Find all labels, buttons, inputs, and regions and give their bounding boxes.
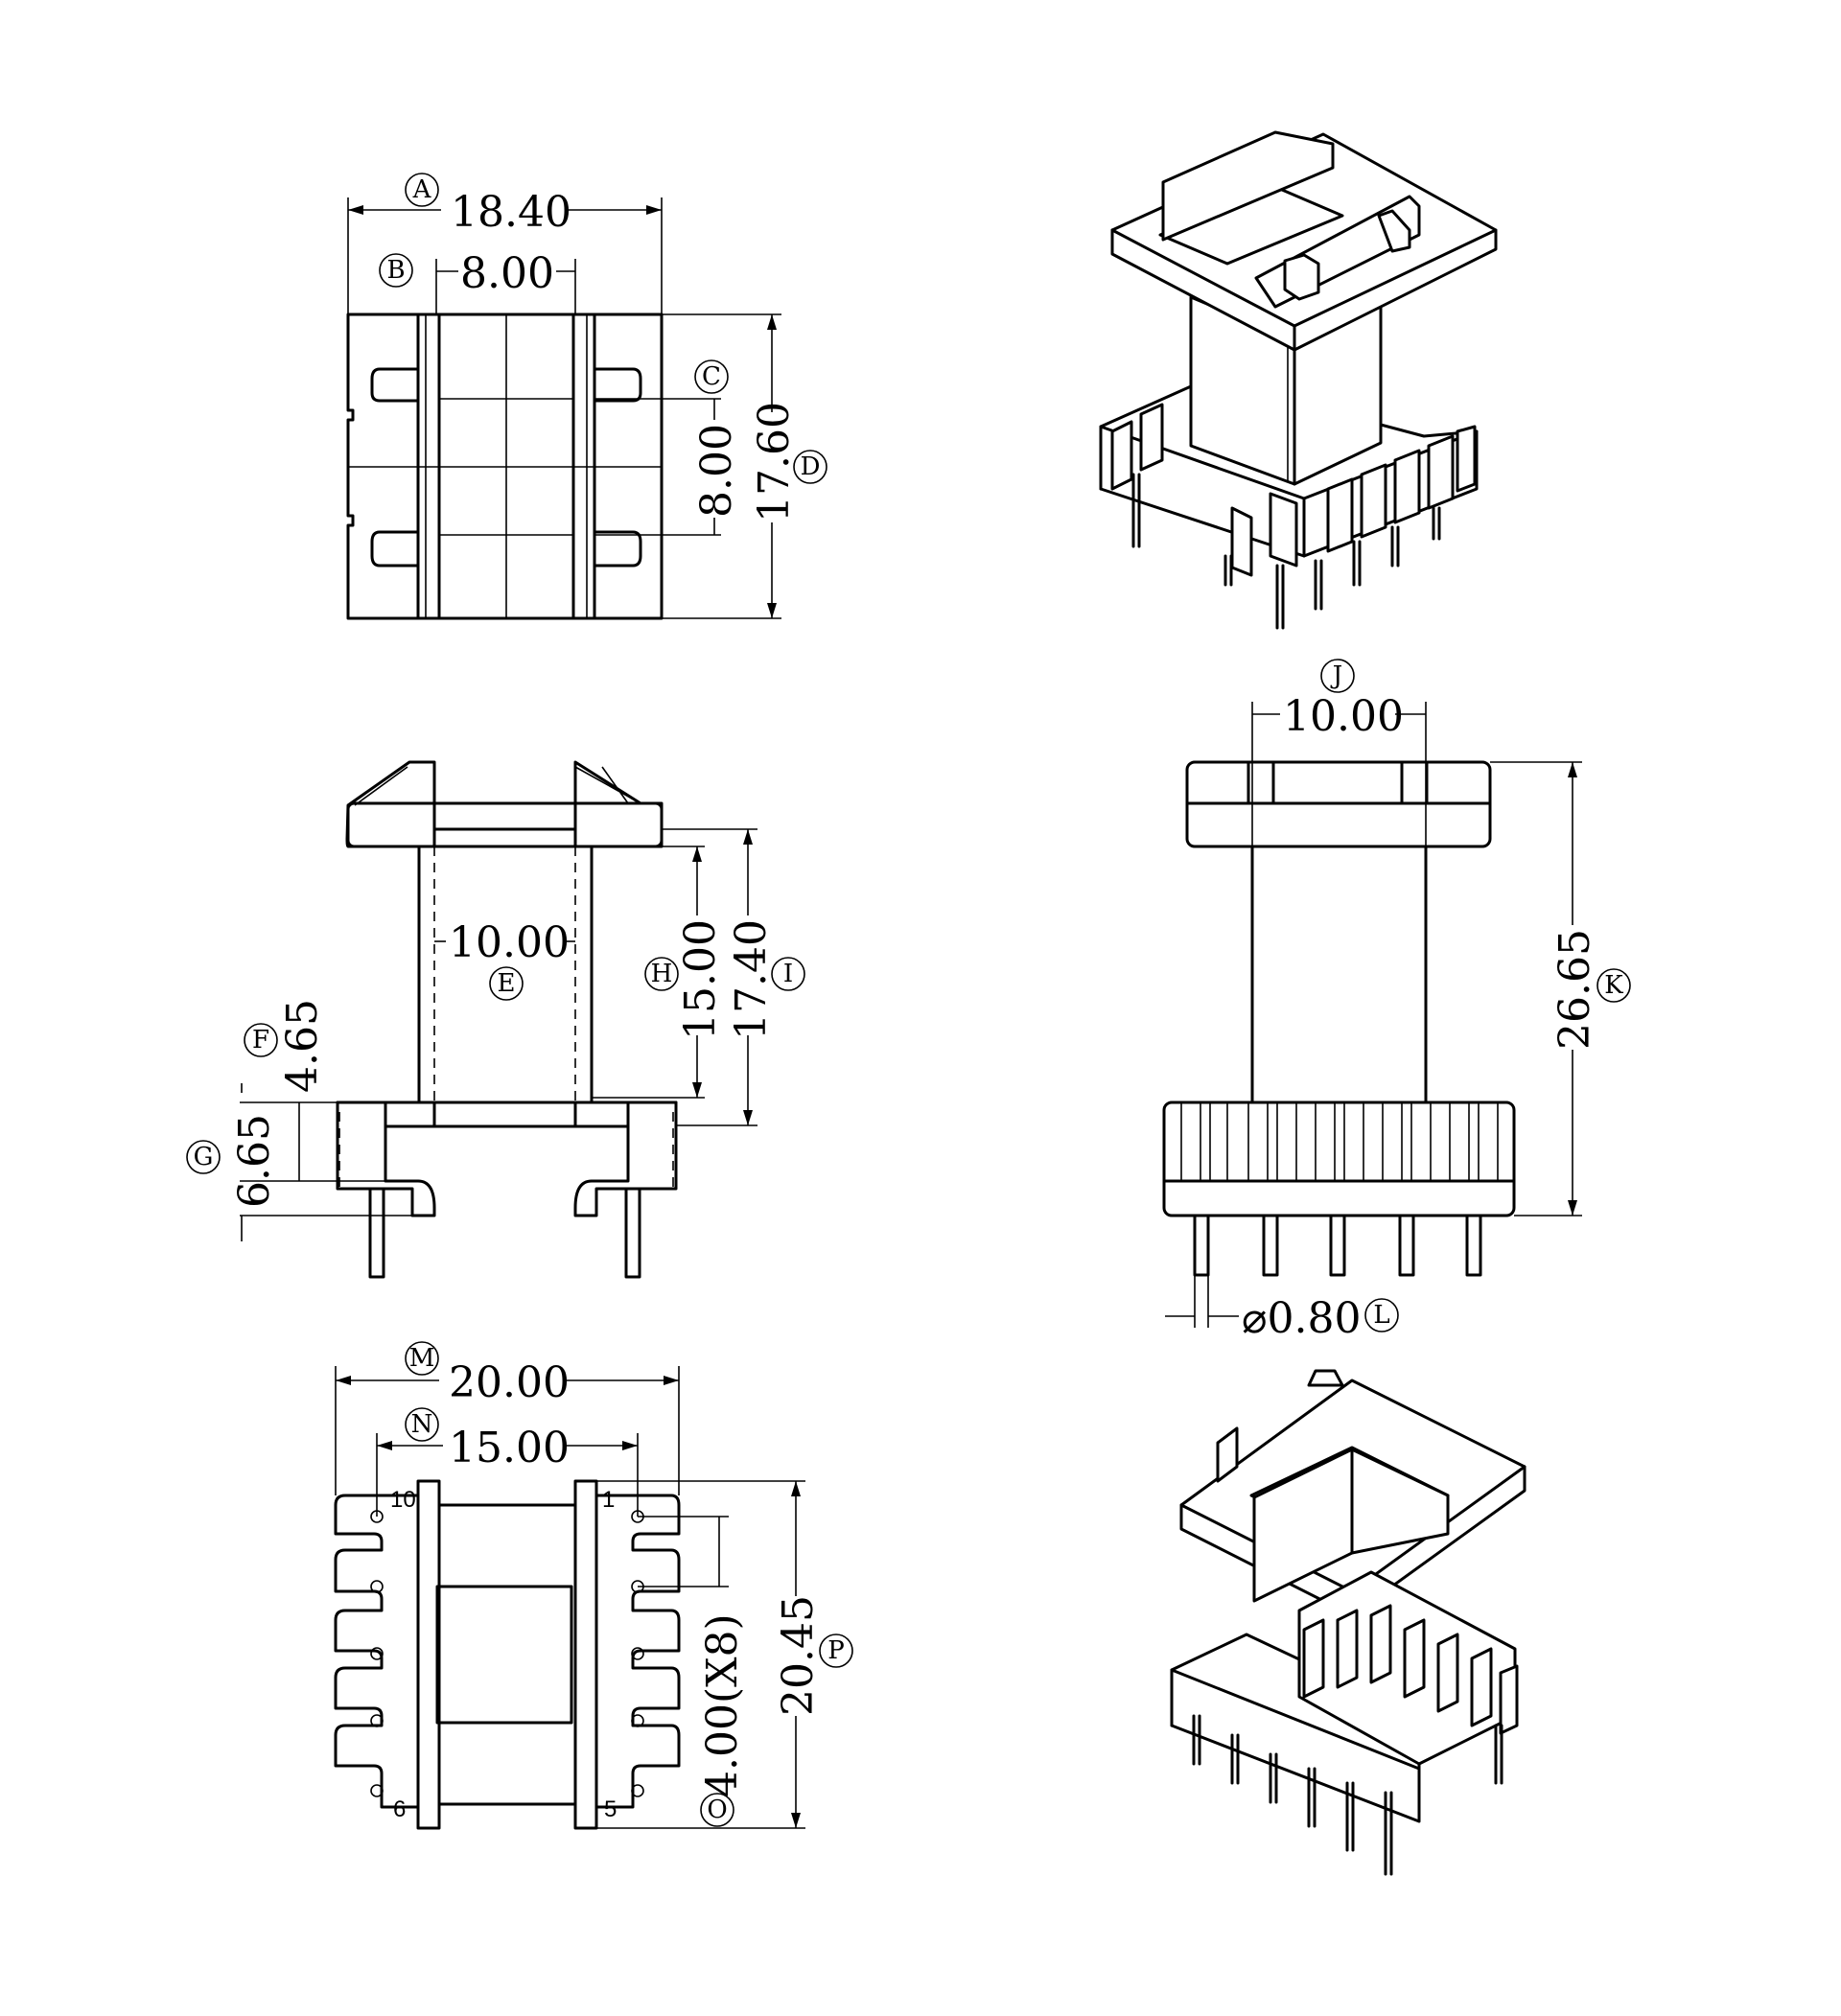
front-view: 10.00 E 15.00 17.40 H I 4.65 6.65 F G (186, 760, 805, 1279)
label-i: I (783, 960, 793, 988)
label-l: L (1373, 1301, 1389, 1330)
dim-d-value: 17.60 (750, 402, 799, 522)
dim-o-value: 4.00(X8) (698, 1613, 747, 1797)
label-j: J (1330, 661, 1342, 690)
label-p: P (827, 1636, 845, 1665)
dim-n-value: 15.00 (449, 1424, 570, 1472)
label-g: G (194, 1143, 214, 1171)
dim-i-value: 17.40 (727, 919, 776, 1040)
label-h: H (651, 960, 673, 988)
iso-view-bottom (1170, 1369, 1526, 1876)
dim-f-value: 4.65 (278, 999, 327, 1093)
label-c: C (702, 362, 721, 391)
top-view: 18.40 A 8.00 B 8.00 C 17.60 D (346, 173, 827, 620)
dim-g-value: 6.65 (230, 1114, 279, 1208)
pin-label-10: 10 (390, 1487, 416, 1513)
label-m: M (409, 1344, 435, 1373)
dim-j-value: 10.00 (1283, 692, 1404, 741)
side-view: 10.00 J 26.65 K ⌀0.80 L (1162, 659, 1631, 1343)
pin-label-6: 6 (393, 1796, 406, 1822)
dim-k-value: 26.65 (1550, 929, 1599, 1050)
dim-p-value: 20.45 (774, 1595, 823, 1716)
label-n: N (411, 1410, 433, 1439)
dim-l-value: ⌀0.80 (1242, 1294, 1361, 1343)
label-k: K (1604, 971, 1623, 1000)
dim-e-value: 10.00 (449, 918, 570, 967)
bottom-view: 10 1 6 5 20.00 M 15.00 N 4.00(X8) O (334, 1341, 853, 1830)
label-f: F (252, 1026, 269, 1054)
label-d: D (801, 452, 821, 481)
label-a: A (412, 175, 432, 204)
pin-label-1: 1 (602, 1487, 615, 1513)
iso-view-top (1099, 130, 1498, 630)
label-o: O (707, 1796, 727, 1824)
dim-b-value: 8.00 (460, 249, 554, 298)
dim-a-value: 18.40 (451, 188, 571, 237)
pin-label-5: 5 (604, 1796, 617, 1822)
dim-h-value: 15.00 (676, 919, 725, 1040)
label-e: E (498, 969, 516, 998)
dim-m-value: 20.00 (449, 1358, 570, 1407)
dim-c-value: 8.00 (692, 424, 741, 518)
label-b: B (386, 256, 405, 285)
